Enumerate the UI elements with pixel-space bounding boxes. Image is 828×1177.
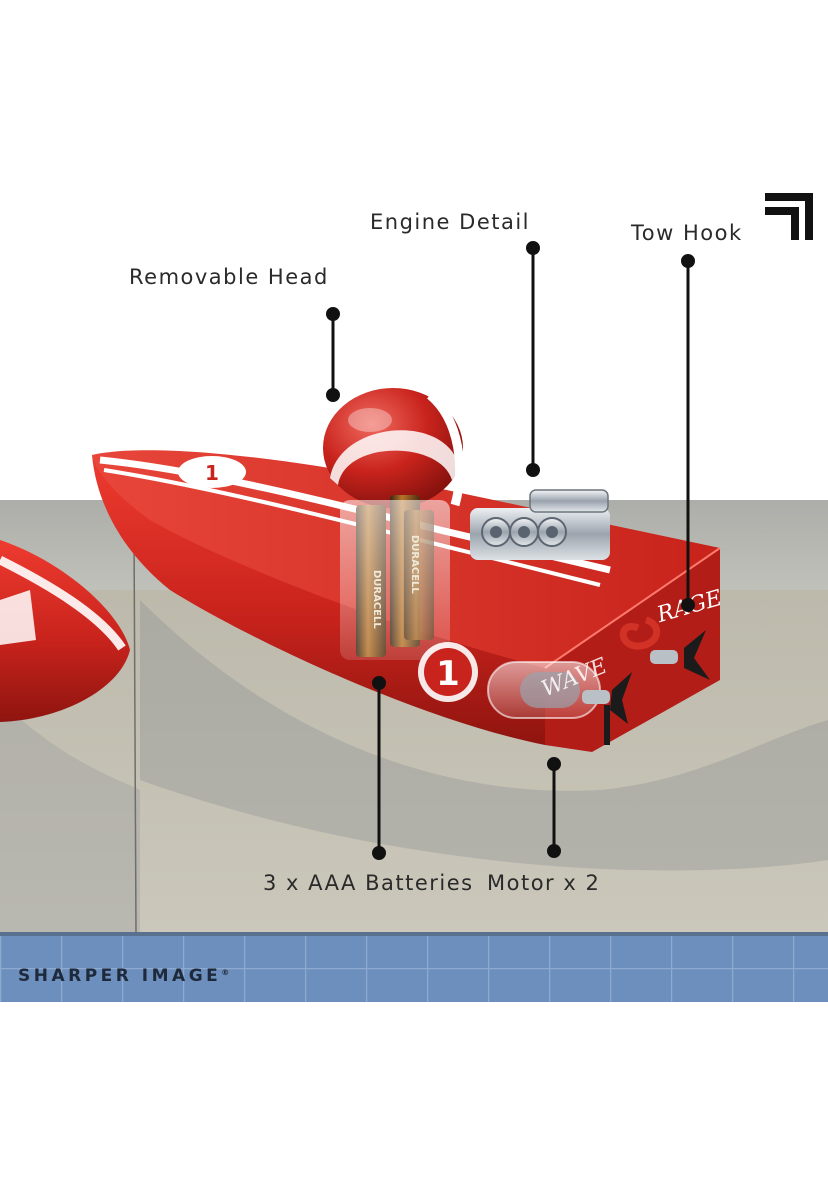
aaa-batteries: DURACELL DURACELL	[340, 495, 450, 660]
label-engine-detail: Engine Detail	[370, 210, 531, 234]
callout-batteries	[372, 676, 386, 860]
tow-hook	[619, 616, 660, 650]
callout-engine-detail	[526, 241, 540, 477]
callout-removable-head	[326, 307, 340, 402]
deck-seam	[133, 529, 137, 936]
bow-race-number: 1	[205, 461, 219, 485]
engine-block	[470, 489, 610, 560]
registered-mark: ®	[221, 968, 230, 977]
second-boat	[0, 540, 130, 722]
corner-logo-mark	[765, 193, 813, 240]
label-batteries: 3 x AAA Batteries	[263, 871, 474, 895]
label-motor: Motor x 2	[487, 871, 601, 895]
hull-race-number: 1	[436, 654, 460, 694]
brand-logo: SHARPER IMAGE®	[18, 966, 229, 986]
propeller-left	[582, 672, 632, 745]
boat-shadow	[140, 600, 828, 871]
battery-brand-text-2: DURACELL	[409, 535, 420, 594]
callout-tow-hook	[681, 254, 695, 612]
motor-capsule	[487, 661, 601, 719]
callout-motor	[547, 757, 561, 858]
brand-name: SHARPER IMAGE	[18, 966, 222, 986]
label-removable-head: Removable Head	[129, 265, 329, 289]
toy-boat: 1 DURACELL DURACELL	[92, 388, 725, 752]
label-tow-hook: Tow Hook	[631, 221, 743, 245]
propeller-right	[650, 630, 710, 680]
pool-water	[0, 934, 828, 1002]
battery-brand-text: DURACELL	[371, 570, 382, 629]
